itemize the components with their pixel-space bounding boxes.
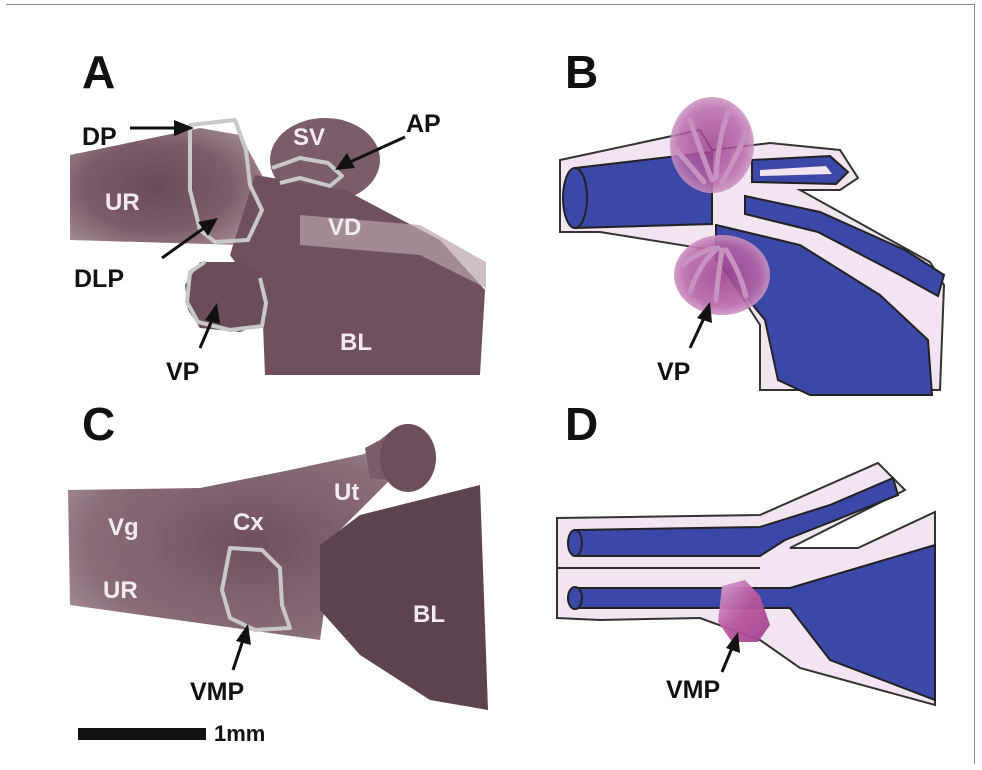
panel-d-lower-lumen [568,587,582,609]
panel-a-label-sv: SV [293,124,325,151]
panel-c-letter: C [82,398,115,450]
panel-c-utricle-tip [380,424,436,492]
panel-b-letter: B [565,46,598,98]
scale-bar: 1mm [78,721,265,746]
panel-a-label-dp: DP [82,123,117,151]
panel-a: A DP AP SV UR VD DLP VP BL [68,46,488,386]
panel-d-letter: D [565,398,598,450]
panel-d: D VMP [557,398,935,705]
panel-a-label-ur: UR [105,189,140,216]
panel-b-ventral-bud [674,235,770,315]
panel-b-label-vp: VP [657,358,690,386]
panel-a-label-dlp: DLP [74,265,124,293]
panel-c-label-ut: Ut [334,479,359,506]
panel-c-label-bl: BL [413,601,445,628]
panel-c-label-ur: UR [103,577,138,604]
panel-c-label-cx: Cx [233,509,264,536]
panel-c-vmp-arrow [233,624,251,670]
panel-a-label-vp: VP [166,358,199,386]
panel-a-label-bl: BL [340,329,372,356]
scale-bar-line [78,728,206,740]
panel-a-letter: A [82,46,115,98]
scale-bar-label: 1mm [214,721,265,746]
panel-a-label-vd: VD [328,214,361,241]
panel-a-label-ap: AP [406,110,441,138]
panel-d-label-vmp: VMP [666,676,720,704]
panel-c: C Ut Vg Cx UR BL VMP [68,398,488,710]
panel-b: B VP [560,46,944,395]
panel-b-urethra-lumen [563,168,587,228]
panel-c-label-vmp: VMP [190,678,244,706]
panel-c-label-vg: Vg [108,514,139,541]
panel-d-upper-lumen [568,530,582,556]
